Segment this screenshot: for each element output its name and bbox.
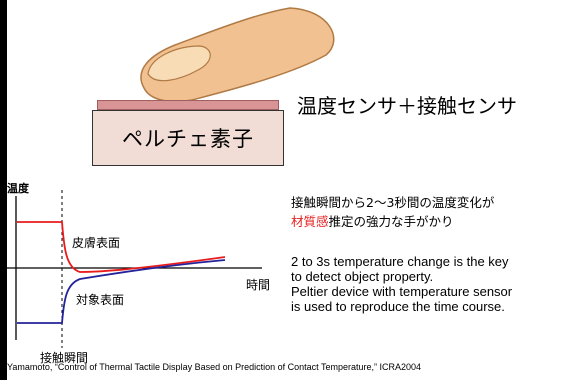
object-surface-label: 対象表面: [76, 293, 125, 307]
en-description-line4: is used to reproduce the time course.: [291, 299, 505, 314]
citation: Yamamoto, “Control of Thermal Tactile Di…: [7, 362, 422, 372]
skin-temperature-curve: [17, 221, 226, 273]
x-axis-label: 時間: [246, 278, 271, 292]
sensor-label: 温度センサ＋接触センサ: [297, 94, 517, 118]
jp-description-line1: 接触瞬間から2～3秒間の温度変化が: [291, 195, 495, 210]
sensor-strip: [97, 100, 279, 110]
left-border-bar: [0, 0, 7, 380]
fingernail-shape: [147, 45, 211, 82]
peltier-device: ペルチェ素子: [92, 110, 284, 166]
peltier-label: ペルチェ素子: [122, 127, 254, 151]
en-description-line2: to detect object property.: [291, 269, 434, 284]
skin-surface-label: 皮膚表面: [72, 236, 121, 250]
jp-description-line2: 材質感推定の強力な手がかり: [291, 211, 454, 230]
material-feel-text: 材質感: [291, 214, 329, 229]
jp-description-line2-rest: 推定の強力な手がかり: [328, 214, 454, 229]
temperature-graph: [7, 190, 262, 348]
en-description-line1: 2 to 3s temperature change is the key: [291, 254, 509, 269]
finger-illustration: [140, 7, 335, 103]
contact-moment-label: 接触瞬間: [40, 351, 89, 365]
object-temperature-curve: [17, 259, 226, 324]
y-axis-label: 温度: [7, 182, 29, 195]
en-description-line3: Peltier device with temperature sensor: [291, 284, 513, 299]
